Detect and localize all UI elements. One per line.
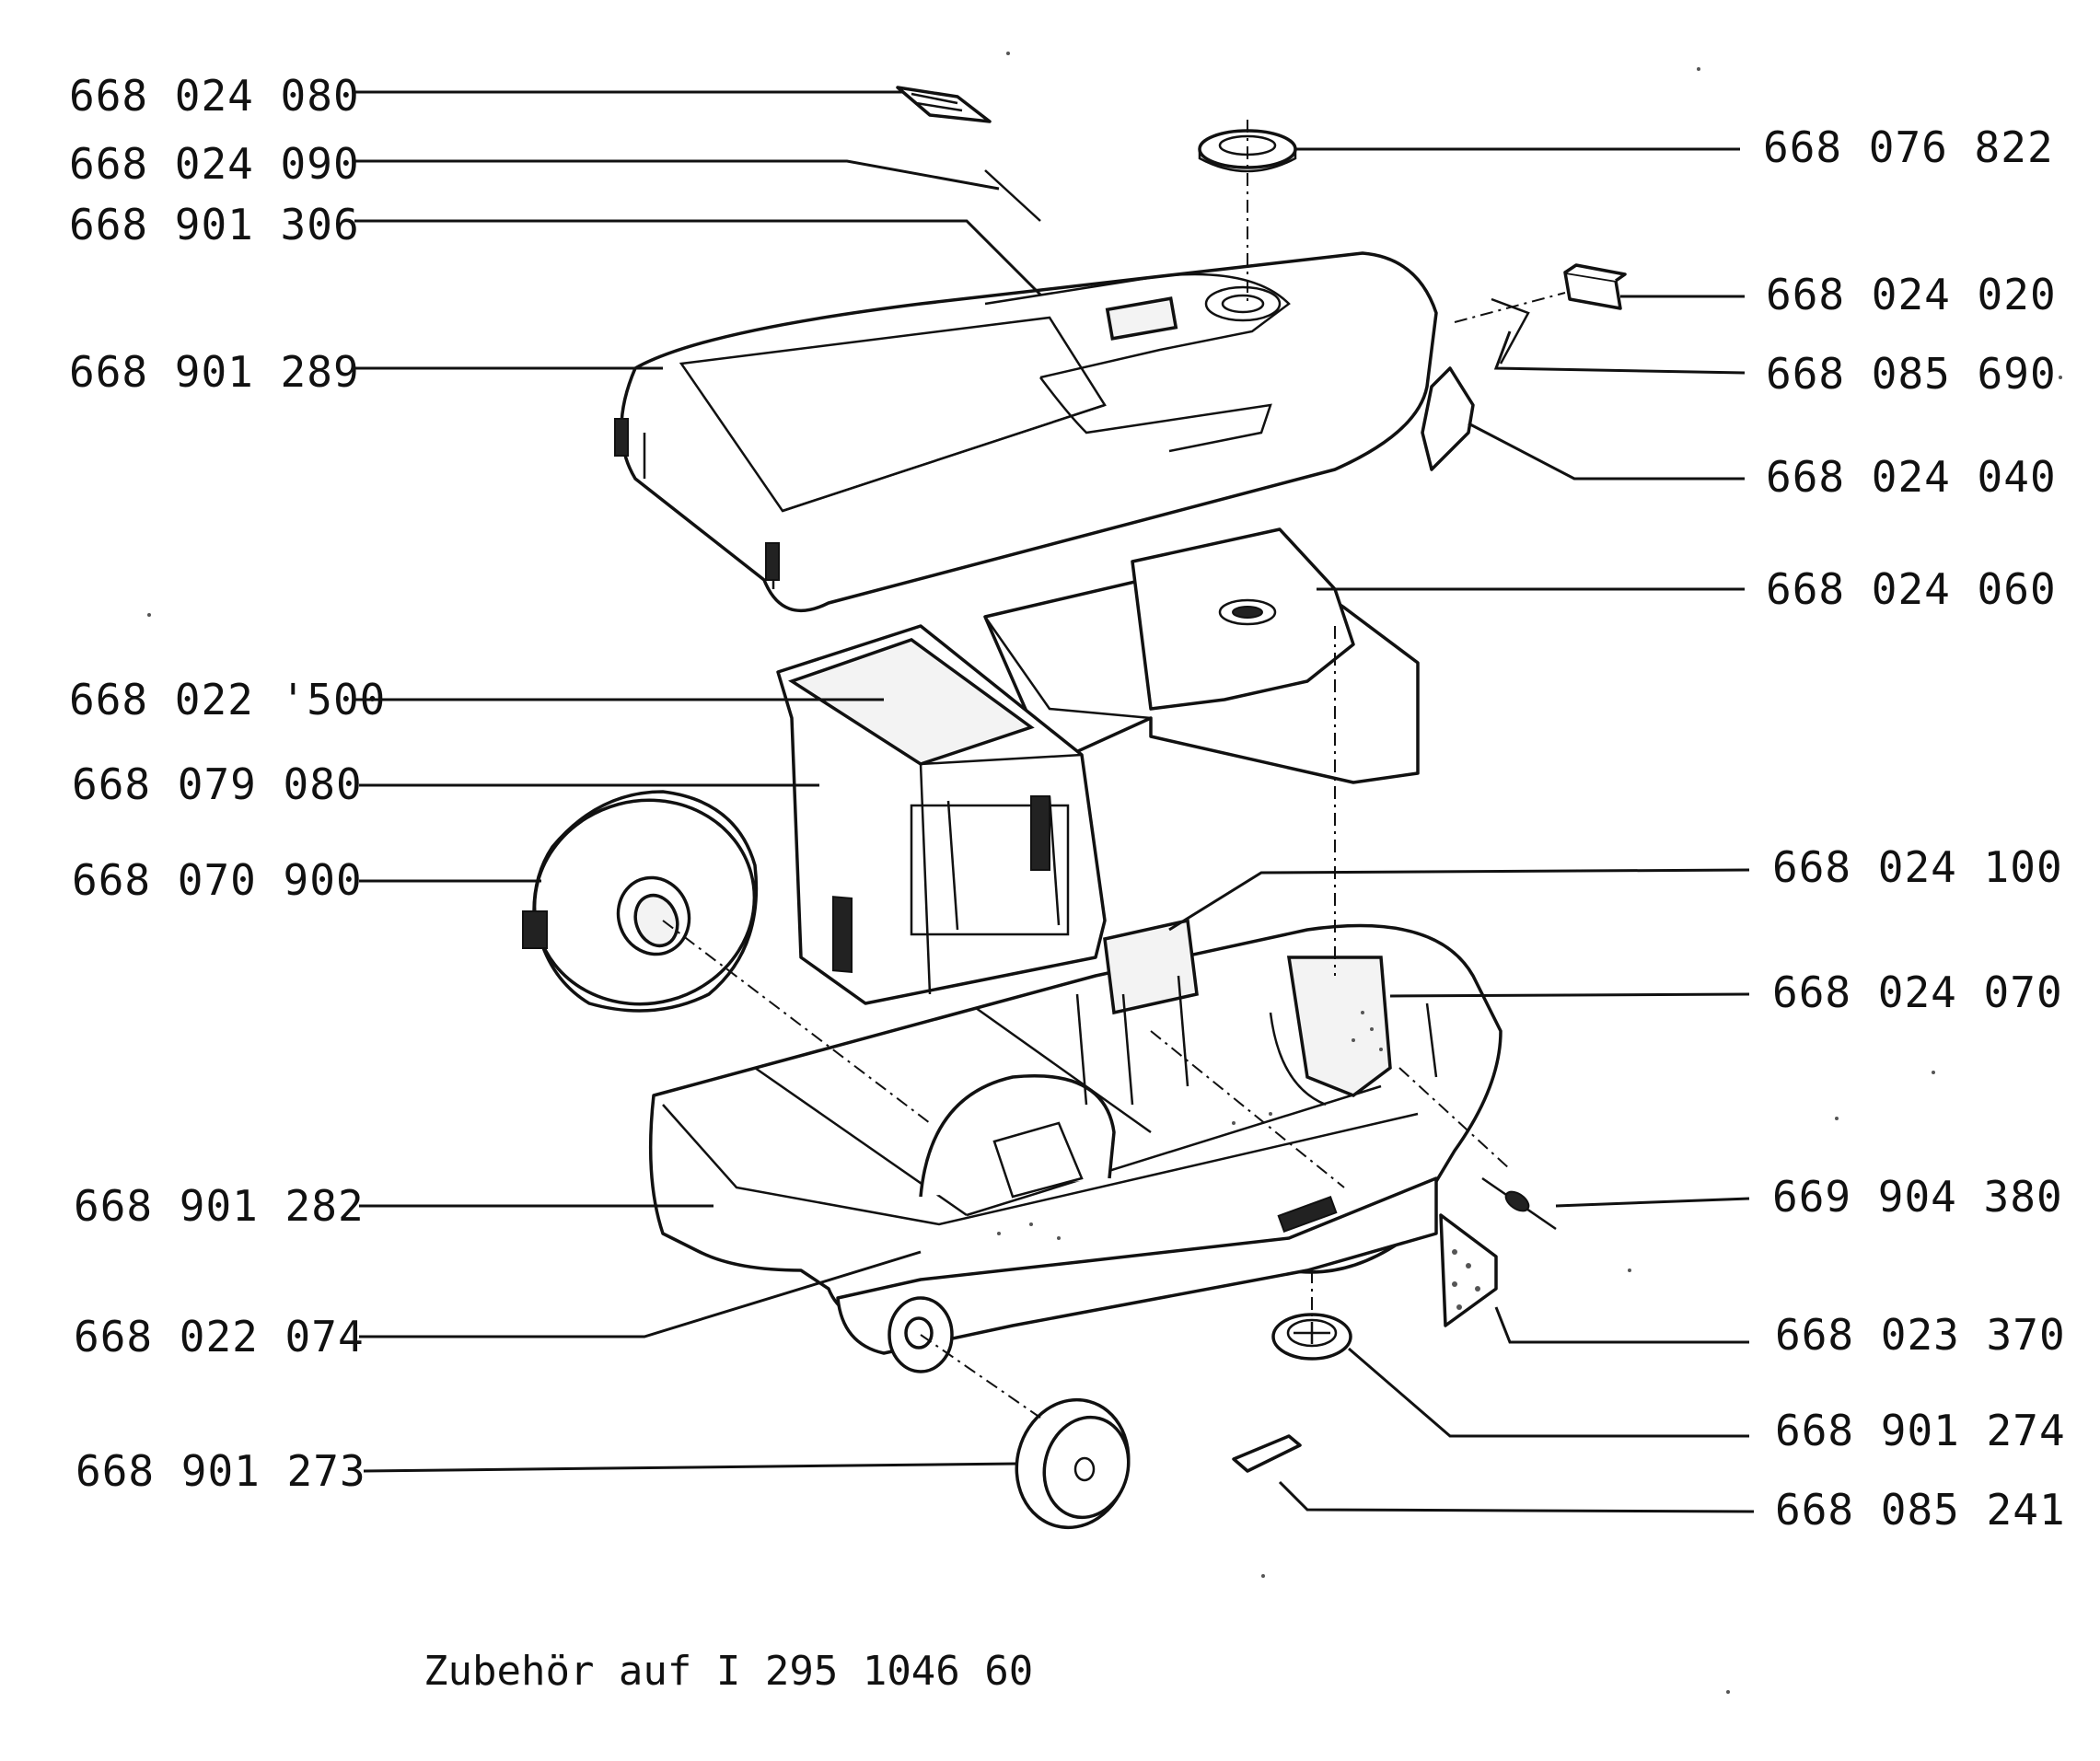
part-number-label: 668 085 241 [1775, 1485, 2066, 1535]
part-number-label: 668 024 040 [1766, 452, 2057, 502]
motor-block [1286, 956, 1392, 1097]
part-number-label: 668 024 100 [1772, 842, 2063, 892]
part-number-label: 668 024 070 [1772, 967, 2063, 1017]
latch-part [1563, 263, 1627, 310]
part-number-label: 668 901 289 [69, 347, 360, 397]
rear-wheel [1015, 1397, 1131, 1530]
pin-part [1232, 1434, 1302, 1473]
part-number-label: 668 901 306 [69, 200, 360, 249]
leader-lines-left [354, 90, 1042, 1473]
part-number-label: 669 904 380 [1772, 1172, 2063, 1222]
part-number-label: 668 901 274 [1775, 1406, 2066, 1455]
part-number-label: 668 022 '500 [69, 675, 387, 724]
top-lid [614, 251, 1438, 612]
part-number-label: 668 024 090 [69, 139, 360, 189]
stipple-texture [997, 1011, 1383, 1240]
spring-wire [984, 169, 1041, 222]
accessories-note: Zubehör auf I 295 1046 60 [423, 1648, 1034, 1695]
part-number-label: 668 079 080 [72, 759, 363, 809]
leader-lines-right [1168, 147, 1755, 1513]
cord-reel [522, 790, 759, 1013]
part-number-label: 668 023 370 [1775, 1310, 2066, 1360]
axis-wheel [920, 1334, 1041, 1419]
filter-box [776, 624, 1107, 1005]
bag-clamp [1103, 918, 1199, 1015]
part-number-label: 668 024 080 [69, 71, 360, 121]
spring-coil [1481, 1176, 1557, 1231]
spring-part [1491, 297, 1530, 365]
part-number-label: 668 085 690 [1766, 349, 2057, 399]
bag-holder-plate [983, 527, 1420, 784]
hinge-part [1421, 366, 1475, 471]
axis-center [1150, 1030, 1345, 1188]
part-number-label: 668 024 060 [1766, 564, 2057, 614]
clip-part [896, 86, 992, 123]
base-housing [648, 918, 1502, 1373]
caster-wheel [1271, 1313, 1352, 1361]
axis-latch [1454, 292, 1566, 323]
part-number-label: 668 901 282 [74, 1181, 365, 1231]
part-number-label: 668 022 074 [74, 1312, 365, 1361]
axis-reel [662, 920, 931, 1124]
exhaust-grille [1439, 1213, 1498, 1327]
lid-button [1105, 296, 1178, 341]
part-number-label: 668 901 273 [75, 1446, 366, 1496]
part-number-label: 668 070 900 [72, 855, 363, 905]
part-number-label: 668 076 822 [1763, 122, 2054, 172]
part-number-label: 668 024 020 [1766, 270, 2057, 319]
